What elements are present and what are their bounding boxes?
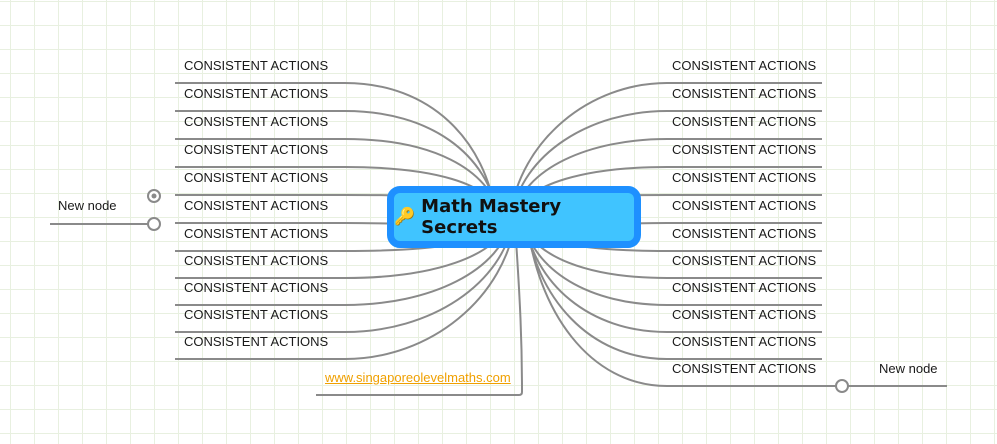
left-branch-node[interactable]: CONSISTENT ACTIONS — [184, 170, 329, 185]
left-branch-node[interactable]: CONSISTENT ACTIONS — [184, 307, 329, 322]
central-topic-title: Math Mastery Secrets — [421, 196, 562, 238]
left-branch-node[interactable]: CONSISTENT ACTIONS — [184, 142, 329, 157]
left-branch-node[interactable]: CONSISTENT ACTIONS — [184, 280, 329, 295]
left-branch-node[interactable]: CONSISTENT ACTIONS — [184, 198, 329, 213]
left-branch-node[interactable]: CONSISTENT ACTIONS — [184, 114, 329, 129]
right-branch-node[interactable]: CONSISTENT ACTIONS — [672, 114, 817, 129]
right-branch-node[interactable]: CONSISTENT ACTIONS — [672, 58, 817, 73]
left-branch-node[interactable]: CONSISTENT ACTIONS — [184, 86, 329, 101]
key-icon: 🔑 — [394, 207, 416, 226]
central-topic[interactable]: 🔑 Math Mastery Secrets — [387, 186, 641, 248]
right-branch-node[interactable]: CONSISTENT ACTIONS — [672, 86, 817, 101]
left-subnode-label[interactable]: New node — [58, 198, 117, 213]
toggle-dot-icon — [151, 193, 157, 199]
right-branch-node[interactable]: CONSISTENT ACTIONS — [672, 334, 817, 349]
left-branch-node[interactable]: CONSISTENT ACTIONS — [184, 334, 329, 349]
left-branch-node[interactable]: CONSISTENT ACTIONS — [184, 226, 329, 241]
left-branch-node[interactable]: CONSISTENT ACTIONS — [184, 58, 329, 73]
right-branch-node[interactable]: CONSISTENT ACTIONS — [672, 253, 817, 268]
right-branch-node[interactable]: CONSISTENT ACTIONS — [672, 307, 817, 322]
expand-toggle-icon[interactable] — [835, 379, 849, 393]
right-subnode-label[interactable]: New node — [879, 361, 938, 376]
right-branch-node[interactable]: CONSISTENT ACTIONS — [672, 226, 817, 241]
expand-toggle-icon[interactable] — [147, 217, 161, 231]
right-branch-node[interactable]: CONSISTENT ACTIONS — [672, 361, 817, 376]
right-branch-node[interactable]: CONSISTENT ACTIONS — [672, 170, 817, 185]
right-branch-node[interactable]: CONSISTENT ACTIONS — [672, 198, 817, 213]
website-link[interactable]: www.singaporeolevelmaths.com — [325, 370, 511, 385]
right-branch-node[interactable]: CONSISTENT ACTIONS — [672, 280, 817, 295]
right-branch-node[interactable]: CONSISTENT ACTIONS — [672, 142, 817, 157]
left-branch-node[interactable]: CONSISTENT ACTIONS — [184, 253, 329, 268]
